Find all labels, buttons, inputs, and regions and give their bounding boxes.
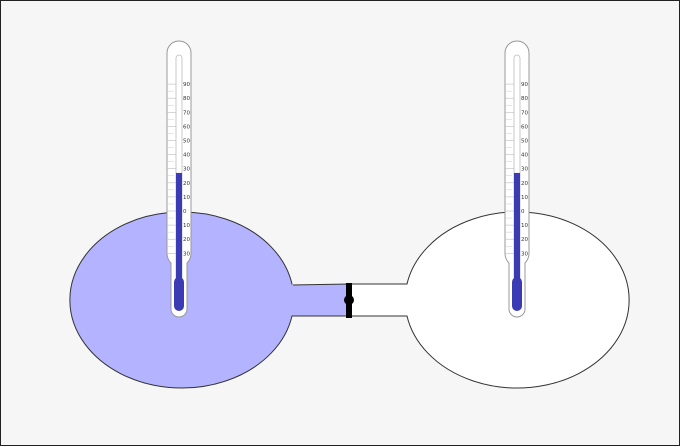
tick-label: 50 xyxy=(521,139,528,145)
thermometer-left: 90 80 70 60 50 40 30 20 10 0 10 20 30 xyxy=(166,40,192,318)
tick-label: 80 xyxy=(521,96,528,102)
tick-label: 10 xyxy=(183,195,190,201)
tick-label: 50 xyxy=(183,139,190,145)
tick-label: 20 xyxy=(183,181,190,187)
tick-label: 90 xyxy=(183,82,190,88)
tick-label: 30 xyxy=(183,251,190,257)
tick-label: 60 xyxy=(521,124,528,130)
mercury-column xyxy=(514,172,520,299)
valve[interactable] xyxy=(344,283,354,318)
tick-label: 90 xyxy=(521,82,528,88)
tick-label: 10 xyxy=(183,223,190,229)
tick-label: 30 xyxy=(521,251,528,257)
tick-label: 80 xyxy=(183,96,190,102)
tick-label: 70 xyxy=(183,110,190,116)
right-gas-vessel xyxy=(348,211,630,389)
tick-label: 0 xyxy=(521,209,525,215)
tick-label: 30 xyxy=(521,167,528,173)
tick-label: 60 xyxy=(183,124,190,130)
tick-label: 30 xyxy=(183,167,190,173)
left-gas-vessel xyxy=(69,211,350,389)
thermometer-right: 90 80 70 60 50 40 30 20 10 0 10 20 30 xyxy=(504,40,530,318)
tick-label: 70 xyxy=(521,110,528,116)
tick-label: 10 xyxy=(521,195,528,201)
tick-label: 20 xyxy=(183,237,190,243)
mercury-column xyxy=(176,172,182,299)
tick-label: 10 xyxy=(521,223,528,229)
tick-label: 20 xyxy=(521,181,528,187)
tick-label: 20 xyxy=(521,237,528,243)
mercury-bulb xyxy=(512,277,522,311)
tick-label: 40 xyxy=(183,153,190,159)
thermometers: 90 80 70 60 50 40 30 20 10 0 10 20 30 90 80 70 60 50 40 30 2… xyxy=(166,40,530,318)
valve-knob[interactable] xyxy=(344,295,354,305)
tick-label: 40 xyxy=(521,153,528,159)
mercury-bulb xyxy=(174,277,184,311)
tick-label: 0 xyxy=(183,209,187,215)
